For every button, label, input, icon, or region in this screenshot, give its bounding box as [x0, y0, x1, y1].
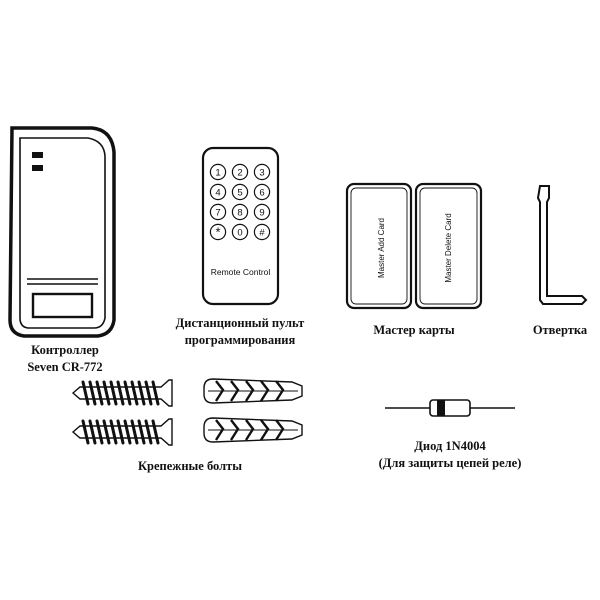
cards-label: Мастер карты [373, 323, 455, 337]
screw-icon [71, 418, 173, 446]
remote-key [231, 163, 249, 181]
remote-key-label: 5 [237, 187, 242, 198]
remote-key-label: 6 [259, 187, 264, 198]
remote-key [209, 203, 227, 221]
remote-key-label: 2 [237, 167, 242, 178]
remote-key [209, 183, 227, 201]
remote-key [253, 203, 271, 221]
bolts-label: Крепежные болты [137, 459, 243, 473]
diode-icon [385, 399, 515, 417]
remote-key-label: 9 [259, 207, 264, 218]
remote-key [253, 163, 271, 181]
remote-key [231, 223, 249, 241]
master-add-card: Master Add Card [345, 182, 413, 310]
remote-key-label: 1 [215, 167, 220, 178]
remote-caption: Remote Control [211, 267, 271, 277]
screwdriver-icon [536, 185, 588, 305]
remote-key [253, 223, 271, 241]
remote-key-label: 4 [215, 187, 220, 198]
remote-label: Дистанционный пульт программирования [175, 316, 305, 347]
remote-key-label: 7 [215, 207, 220, 218]
remote-keypad: 1 2 3 4 5 6 7 8 9 * 0 # [209, 163, 271, 241]
wall-plug-icon [203, 378, 303, 404]
remote-key-label: 8 [237, 207, 242, 218]
wall-plug-icon [203, 417, 303, 443]
screwdriver-label: Отвертка [532, 323, 588, 337]
diode-label: Диод 1N4004 (Для защиты цепей реле) [378, 439, 522, 470]
screw-icon [71, 379, 173, 407]
remote-key-label: 3 [259, 167, 264, 178]
remote-key-label: # [259, 227, 265, 238]
remote-control: 1 2 3 4 5 6 7 8 9 * 0 # Remote Control [201, 146, 280, 306]
controller-device [8, 126, 116, 338]
remote-key [209, 223, 227, 241]
remote-key-label: 0 [237, 227, 242, 238]
remote-key-label: * [215, 225, 220, 240]
controller-label: Контроллер Seven CR-772 [27, 343, 103, 374]
remote-key [253, 183, 271, 201]
remote-key [231, 203, 249, 221]
master-delete-card-label: Master Delete Card [444, 213, 453, 282]
remote-key [231, 183, 249, 201]
master-add-card-label: Master Add Card [377, 218, 386, 278]
remote-key [209, 163, 227, 181]
master-delete-card: Master Delete Card [414, 182, 483, 310]
